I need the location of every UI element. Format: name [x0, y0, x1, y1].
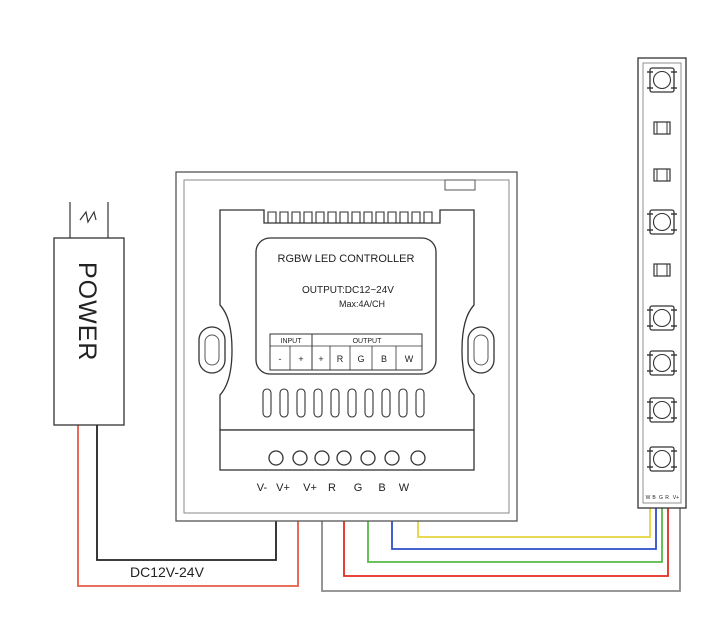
strip-end-label: R — [665, 495, 669, 501]
mounting-slot-right-icon — [467, 326, 495, 374]
resistor-icon — [653, 263, 671, 277]
ac-input-squiggle-icon — [79, 210, 97, 224]
mounting-slot-left-icon — [198, 326, 226, 374]
controller-panel: RGBW LED CONTROLLER OUTPUT:DC12~24V Max:… — [175, 171, 518, 522]
connector-fin — [399, 211, 409, 223]
wire-v-plus-red — [77, 425, 299, 587]
connector-fin — [351, 211, 361, 223]
power-supply: POWER — [53, 202, 125, 426]
terminal-screw-icon — [292, 450, 308, 466]
terminal-screw-icon — [336, 450, 352, 466]
vent-slot — [296, 388, 306, 418]
terminal-block — [219, 429, 475, 471]
terminal-label: R — [328, 482, 336, 494]
connector-fin — [327, 211, 337, 223]
terminal-labels: V- V+ V+ R G B W — [257, 482, 410, 494]
legend-terminal-label: B — [381, 354, 387, 364]
connector-fin — [387, 211, 397, 223]
legend-terminal-label: W — [405, 354, 414, 364]
legend-terminal-label: + — [298, 354, 303, 364]
connector-fin — [363, 211, 373, 223]
connector-fins — [267, 211, 433, 223]
output-spec: OUTPUT:DC12~24V — [302, 285, 394, 296]
vent-slots — [262, 388, 425, 418]
connector-fin — [267, 211, 277, 223]
power-supply-body — [53, 237, 125, 426]
power-supply-label: POWER — [73, 262, 101, 361]
controller-label-card — [255, 237, 437, 375]
voltage-label: DC12V-24V — [130, 564, 205, 580]
strip-end-label: W — [646, 495, 651, 501]
connector-fin — [423, 211, 433, 223]
max-current: Max:4A/CH — [339, 299, 385, 309]
connector-fin — [291, 211, 301, 223]
terminal-screw-icon — [268, 450, 284, 466]
led-chip-icon — [647, 67, 677, 93]
vent-slot — [279, 388, 289, 418]
connector-fin — [279, 211, 289, 223]
terminal-screw-icon — [360, 450, 376, 466]
output-header: OUTPUT — [353, 338, 383, 345]
connector-fin — [303, 211, 313, 223]
terminal-label: V- — [257, 482, 268, 494]
vent-slot — [347, 388, 357, 418]
led-chip-icon — [647, 209, 677, 235]
legend-terminal-label: R — [337, 354, 344, 364]
terminal-screw-icon — [410, 450, 426, 466]
led-chip-icon — [647, 305, 677, 331]
terminal-screws — [268, 450, 426, 466]
led-chip-icon — [647, 397, 677, 423]
led-chip-icon — [647, 350, 677, 376]
terminal-legend-table: INPUT OUTPUT - + + R G B W — [269, 333, 423, 371]
vent-slot — [262, 388, 272, 418]
connector-fin — [411, 211, 421, 223]
vent-slot — [415, 388, 425, 418]
terminal-label: B — [378, 482, 385, 494]
input-header: INPUT — [281, 338, 303, 345]
connector-fin — [375, 211, 385, 223]
vent-slot — [381, 388, 391, 418]
legend-terminal-label: - — [279, 354, 282, 364]
legend-terminal-label: + — [318, 354, 323, 364]
terminal-label: W — [399, 482, 410, 494]
resistor-icon — [653, 168, 671, 182]
strip-end-label: V+ — [673, 495, 679, 501]
vent-slot — [313, 388, 323, 418]
terminal-label: V+ — [276, 482, 290, 494]
panel-notch — [444, 179, 476, 191]
wire-v-plus-gray — [321, 468, 681, 592]
vent-slot — [398, 388, 408, 418]
vent-slot — [330, 388, 340, 418]
led-chip-icon — [647, 446, 677, 472]
legend-terminal-label: G — [357, 354, 364, 364]
terminal-screw-icon — [384, 450, 400, 466]
terminal-screw-icon — [314, 450, 330, 466]
strip-end-label: B — [652, 495, 656, 501]
strip-end-label: G — [659, 495, 663, 501]
resistor-icon — [653, 121, 671, 135]
controller-title: RGBW LED CONTROLLER — [278, 253, 415, 265]
terminal-label: G — [354, 482, 363, 494]
connector-fin — [315, 211, 325, 223]
connector-fin — [339, 211, 349, 223]
terminal-label: V+ — [303, 482, 317, 494]
vent-slot — [364, 388, 374, 418]
